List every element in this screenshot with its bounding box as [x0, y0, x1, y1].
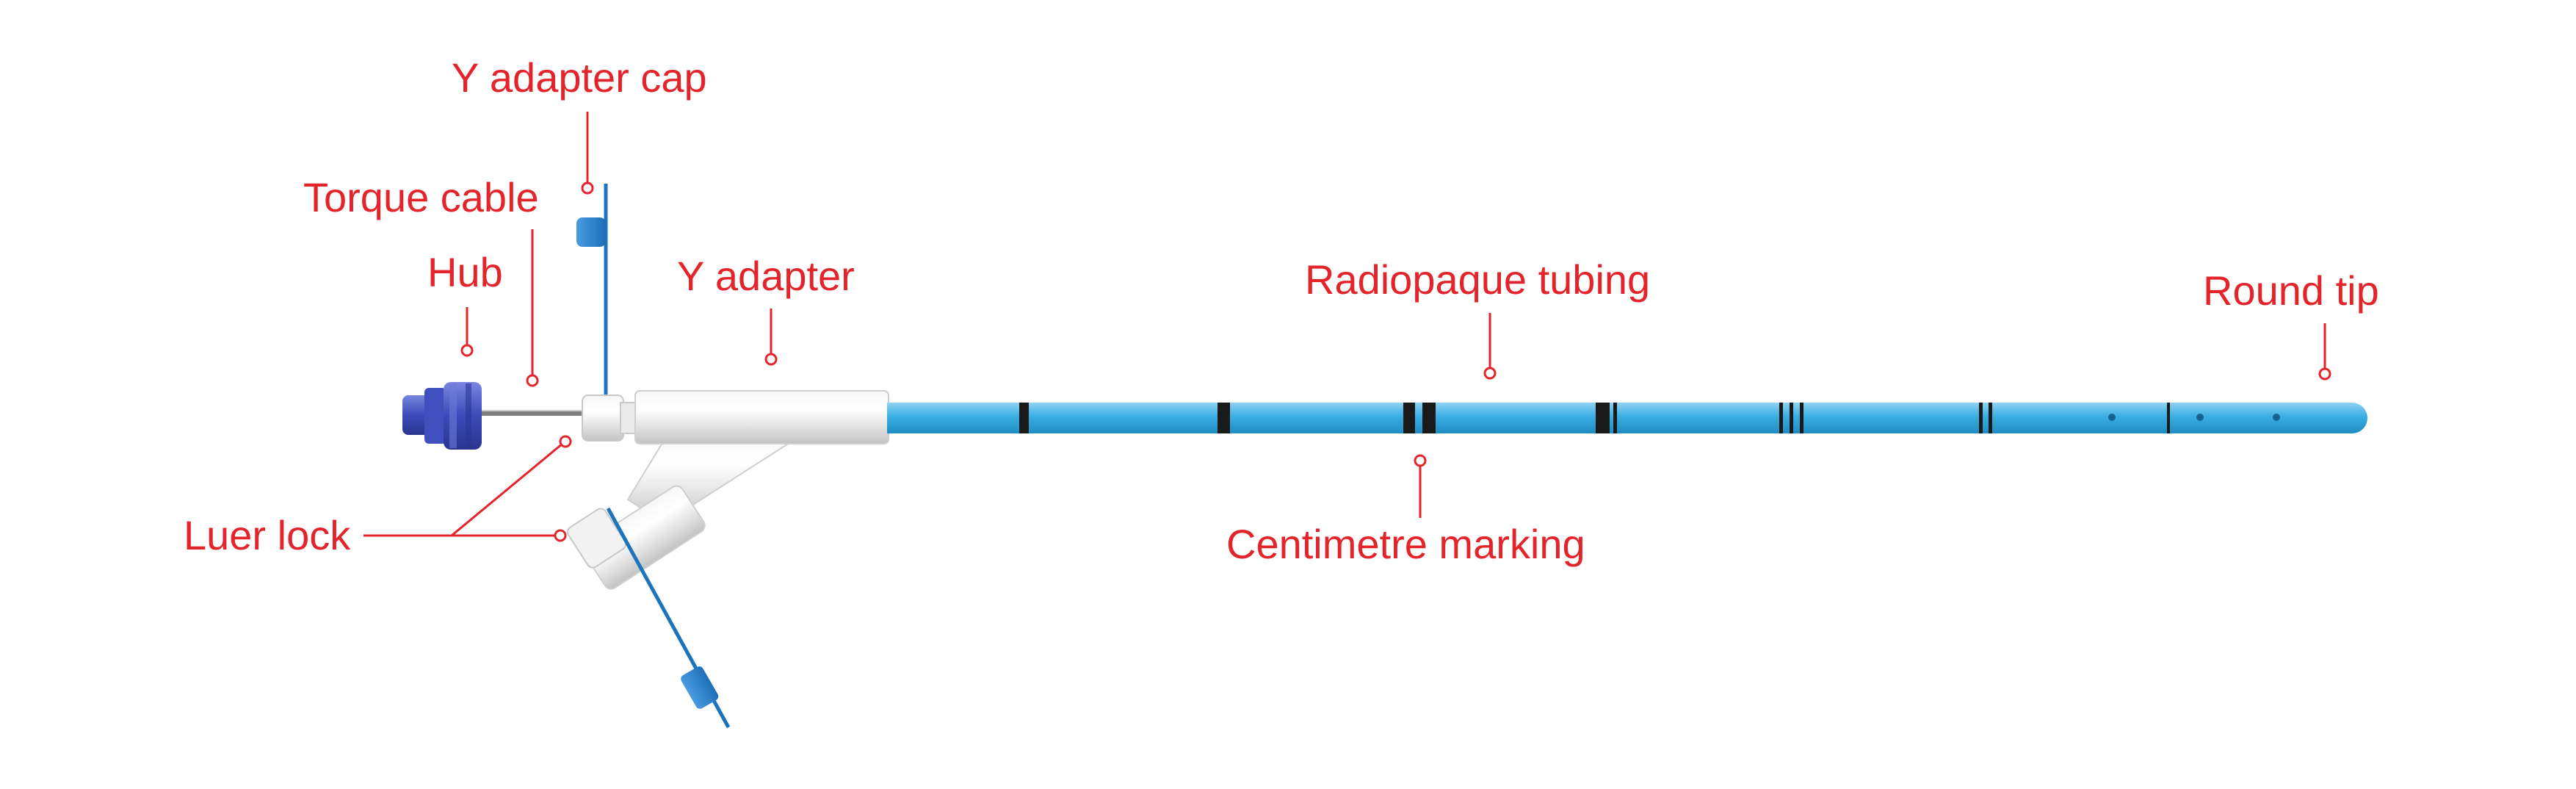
- y-adapter-body: [634, 390, 889, 444]
- label-y-adapter-cap: Y adapter cap: [452, 54, 707, 101]
- marking-band: [1019, 403, 1029, 433]
- radiopaque-tubing: [887, 403, 2350, 433]
- luer-lock-main: [582, 394, 624, 442]
- label-round-tip: Round tip: [2203, 267, 2379, 314]
- marking-band: [1979, 403, 1983, 433]
- marking-band: [1800, 403, 1803, 433]
- marking-band: [1403, 403, 1415, 433]
- label-centimetre-marking: Centimetre marking: [1226, 521, 1585, 567]
- hub: [402, 382, 482, 450]
- annotations: Y adapter cap Torque cable Hub Y adapter…: [184, 54, 2379, 567]
- catheter-device: [402, 184, 2367, 729]
- marking-band: [1596, 403, 1610, 433]
- marking-band: [1613, 403, 1617, 433]
- y-adapter-cap-lower: [606, 507, 731, 729]
- marking-band: [1422, 403, 1436, 433]
- luer-lock-side: [567, 508, 627, 569]
- torque-cable: [481, 410, 584, 416]
- marking-band: [1218, 403, 1230, 433]
- round-tip: [2342, 403, 2367, 433]
- centimetre-markings: [1019, 403, 2170, 433]
- marking-band: [1790, 403, 1793, 433]
- label-luer-lock: Luer lock: [184, 512, 351, 558]
- side-holes: [2108, 414, 2280, 421]
- marking-band: [1779, 403, 1783, 433]
- label-y-adapter: Y adapter: [677, 253, 855, 299]
- label-torque-cable: Torque cable: [303, 174, 539, 220]
- y-adapter-side-branch: [567, 433, 807, 590]
- y-adapter-cap-upper: [576, 184, 608, 403]
- label-radiopaque-tubing: Radiopaque tubing: [1305, 256, 1650, 303]
- marking-band: [2167, 403, 2170, 433]
- marking-band: [1989, 403, 1992, 433]
- label-hub: Hub: [427, 249, 503, 295]
